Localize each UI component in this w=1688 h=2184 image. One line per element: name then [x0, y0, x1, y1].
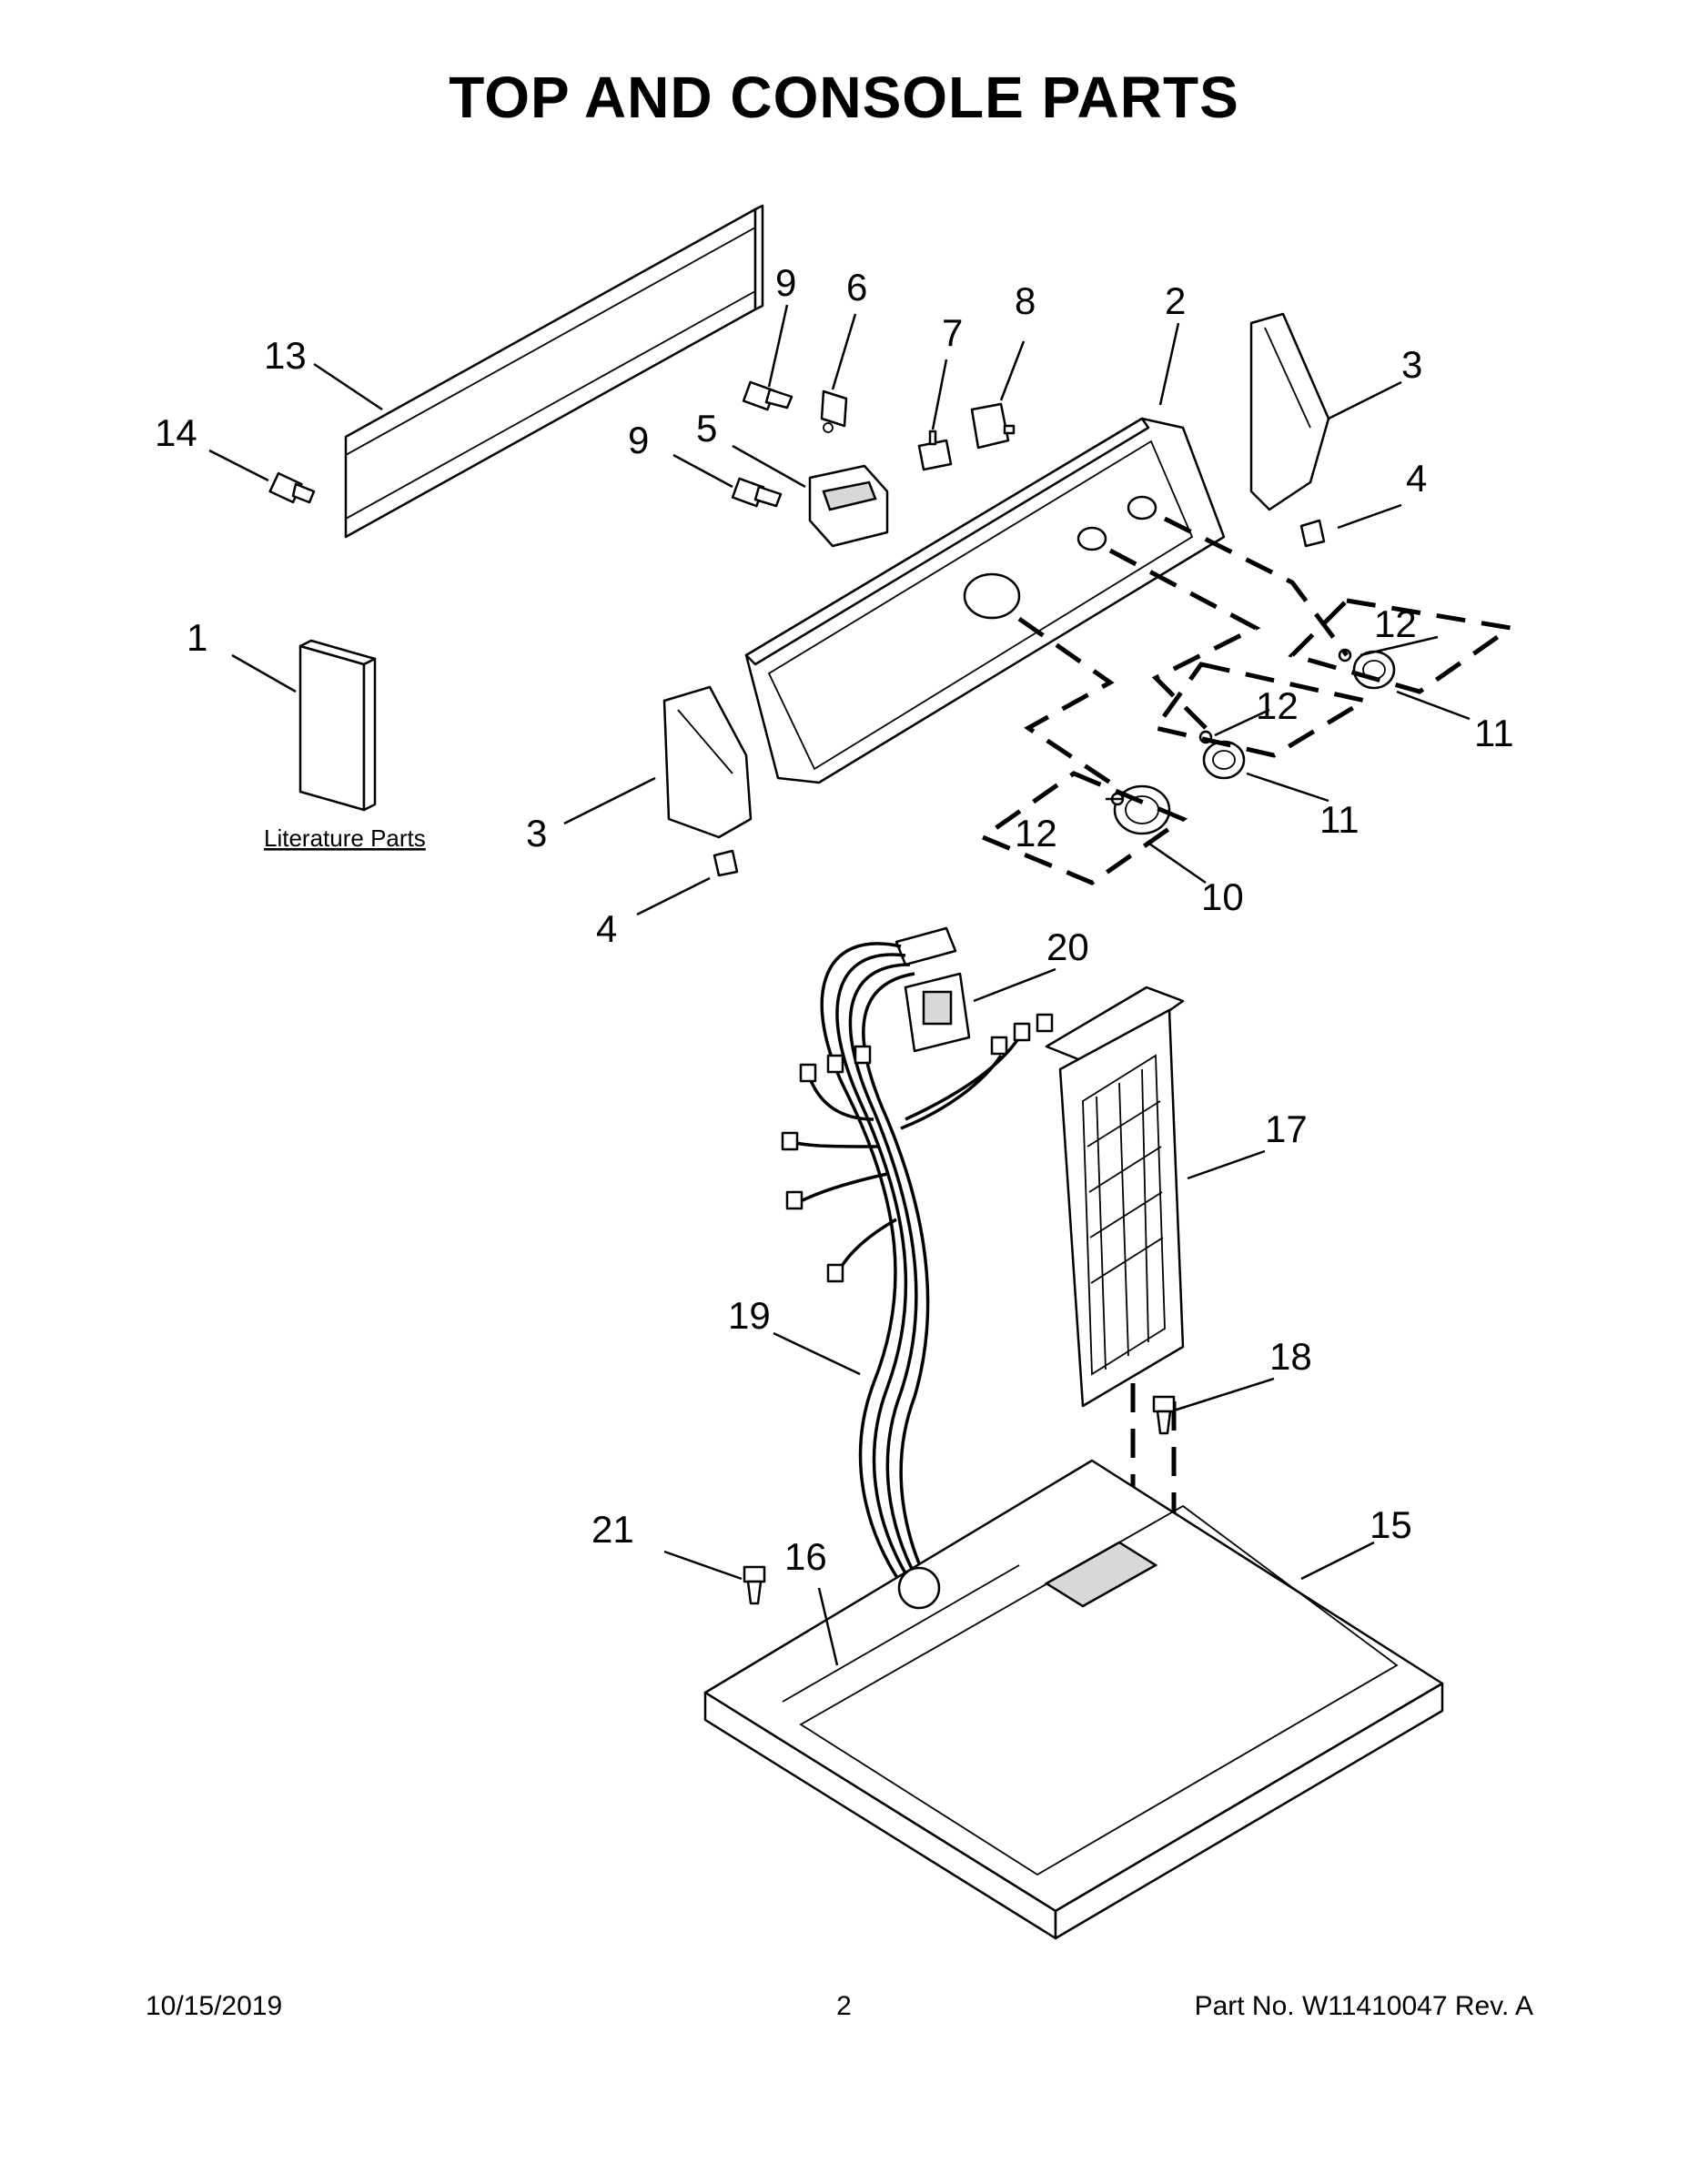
callout-6: 6: [846, 266, 867, 308]
callout-12-upper: 12: [1374, 602, 1417, 645]
callout-9-lower: 9: [628, 419, 649, 461]
callout-11-lower: 11: [1319, 798, 1359, 841]
part-lint-screen: [1045, 986, 1185, 1408]
callout-14: 14: [155, 411, 197, 454]
callout-13: 13: [264, 334, 307, 377]
part-endcap-right: [1249, 312, 1330, 511]
part-bracket-6: [820, 389, 848, 433]
part-connector-20: [895, 926, 971, 1053]
part-switch-7: [917, 430, 953, 471]
part-timer-5: [808, 464, 889, 548]
part-screw-21: [743, 1565, 766, 1605]
part-knob-11-upper: [1338, 648, 1396, 690]
callout-15: 15: [1370, 1503, 1412, 1546]
footer-page-number: 2: [836, 1991, 852, 2021]
footer-date: 10/15/2019: [146, 1991, 283, 2021]
callout-3-left: 3: [526, 812, 547, 854]
part-endcap-left: [662, 685, 753, 839]
callout-21: 21: [591, 1508, 634, 1551]
callout-12-lower: 12: [1015, 812, 1057, 854]
part-switch-8: [970, 402, 1016, 450]
callout-18: 18: [1269, 1335, 1312, 1378]
callout-4-right: 4: [1406, 457, 1427, 500]
callout-7: 7: [942, 311, 963, 354]
part-console: [744, 417, 1226, 784]
literature-parts-label: Literature Parts: [264, 824, 426, 852]
callout-11-right: 11: [1474, 712, 1514, 754]
callout-3-right: 3: [1401, 343, 1422, 386]
alignment-lines: [977, 516, 1517, 1574]
part-screw-14: [268, 471, 316, 504]
part-top-panel: [703, 1459, 1444, 1940]
callout-8: 8: [1015, 279, 1036, 322]
part-knob-11-lower: [1198, 730, 1246, 780]
callout-17: 17: [1265, 1107, 1308, 1150]
callout-10: 10: [1201, 875, 1244, 918]
part-literature: [298, 639, 377, 812]
part-clip-4-left: [713, 849, 739, 877]
callout-1: 1: [187, 616, 207, 659]
part-screw-18: [1152, 1395, 1176, 1435]
part-clip-4-right: [1299, 519, 1326, 548]
footer-part-number: Part No. W11410047 Rev. A: [1194, 1991, 1533, 2021]
callout-19: 19: [728, 1294, 771, 1337]
callout-20: 20: [1046, 925, 1089, 968]
callout-12-middle: 12: [1256, 684, 1299, 727]
leader-lines: [208, 304, 1471, 1666]
callout-2: 2: [1165, 279, 1186, 322]
callout-4-left: 4: [596, 907, 617, 950]
part-wire-harness: [781, 942, 1054, 1593]
callout-9-upper: 9: [775, 261, 796, 304]
callout-16: 16: [784, 1535, 827, 1578]
callouts: 13 14 1 9 6 9 5 7 8 2 3 4 12 11 12 11 12…: [155, 261, 1514, 1578]
part-rear-panel: [344, 204, 764, 539]
page-title: TOP AND CONSOLE PARTS: [449, 65, 1239, 130]
part-screw-9-upper: [742, 380, 793, 411]
callout-5: 5: [696, 407, 717, 450]
part-screw-9-lower: [731, 477, 783, 508]
